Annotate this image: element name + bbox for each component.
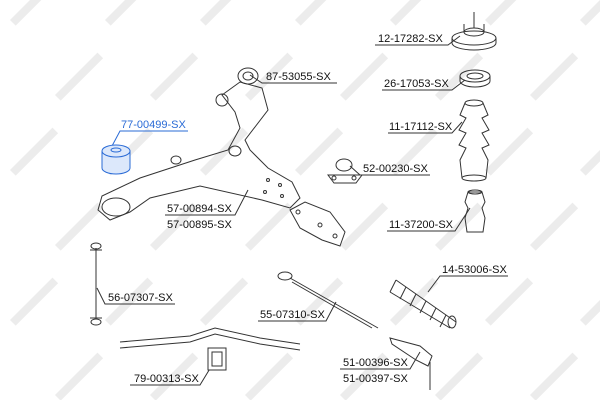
control-arm-drawing xyxy=(97,81,301,221)
watermark-band xyxy=(55,52,104,101)
label-stabilizer-bushing: 79-00313-SX xyxy=(134,373,199,385)
watermark-band xyxy=(485,127,534,176)
watermark-band xyxy=(580,0,600,26)
watermark-band xyxy=(530,352,579,400)
watermark-band xyxy=(435,202,484,251)
watermark-band xyxy=(434,52,484,101)
label-control-arm-left: 57-00894-SX xyxy=(167,203,232,215)
stabilizer-link-drawing xyxy=(90,242,102,326)
tie-rod-end-drawing xyxy=(389,337,433,390)
stabilizer-bar-drawing xyxy=(119,327,301,351)
watermark-band xyxy=(105,0,154,26)
stabilizer-bushing-drawing xyxy=(207,347,227,371)
watermark-band xyxy=(580,127,600,176)
ball-joint-drawing xyxy=(327,158,363,184)
watermark-band xyxy=(150,52,199,101)
dust-boot-drawing xyxy=(458,99,490,182)
watermark-band xyxy=(244,352,294,400)
label-bump-stop: 11-37200-SX xyxy=(389,219,454,231)
watermark-band xyxy=(294,0,344,26)
watermark-band xyxy=(390,0,439,26)
watermark-band xyxy=(434,352,484,400)
label-tie-rod: 55-07310-SX xyxy=(260,309,325,321)
watermark-band xyxy=(54,352,104,400)
watermark-band xyxy=(484,277,534,326)
steering-boot-drawing xyxy=(389,279,457,329)
watermark-band xyxy=(340,52,389,101)
label-top-mount: 12-17282-SX xyxy=(378,33,443,45)
label-control-arm-right: 57-00895-SX xyxy=(167,219,232,231)
watermark-band xyxy=(149,352,199,400)
watermark-band xyxy=(245,202,294,251)
watermark-band xyxy=(10,0,59,26)
watermark-band xyxy=(199,277,249,326)
watermark-band xyxy=(390,277,439,326)
label-tie-rod-end-left: 51-00396-SX xyxy=(343,357,408,369)
tie-rod-drawing xyxy=(277,271,379,329)
watermark-band xyxy=(294,127,344,176)
label-dust-boot: 11-17112-SX xyxy=(389,121,453,133)
watermark-pattern xyxy=(10,0,600,400)
watermark-band xyxy=(10,277,59,326)
watermark-band xyxy=(390,127,439,176)
watermark-band xyxy=(530,52,579,101)
arm-bushing-drawing xyxy=(101,144,131,175)
label-upper-bushing: 87-53055-SX xyxy=(266,71,331,83)
label-arm-bushing: 77-00499-SX xyxy=(121,119,186,131)
top-mount-drawing xyxy=(451,12,497,51)
label-ball-joint: 52-00230-SX xyxy=(363,163,428,175)
watermark-band xyxy=(530,202,579,251)
watermark-band xyxy=(485,0,534,26)
watermark-band xyxy=(10,127,59,176)
upper-bushing-drawing xyxy=(237,67,259,85)
knuckle-bracket-drawing xyxy=(289,201,346,247)
watermark-band xyxy=(54,202,104,251)
watermark-band xyxy=(295,277,344,326)
watermark-band xyxy=(339,202,389,251)
bump-stop-drawing xyxy=(464,189,486,233)
watermark-band xyxy=(339,352,389,400)
watermark-band xyxy=(200,0,249,26)
mount-bearing-drawing xyxy=(459,69,491,88)
watermark-band xyxy=(580,277,600,326)
watermark-band xyxy=(104,277,154,326)
label-mount-bearing: 26-17053-SX xyxy=(384,78,449,90)
label-stabilizer-link: 56-07307-SX xyxy=(108,292,173,304)
watermark-band xyxy=(245,52,294,101)
label-tie-rod-end-right: 51-00397-SX xyxy=(343,373,408,385)
label-steering-boot: 14-53006-SX xyxy=(442,264,507,276)
